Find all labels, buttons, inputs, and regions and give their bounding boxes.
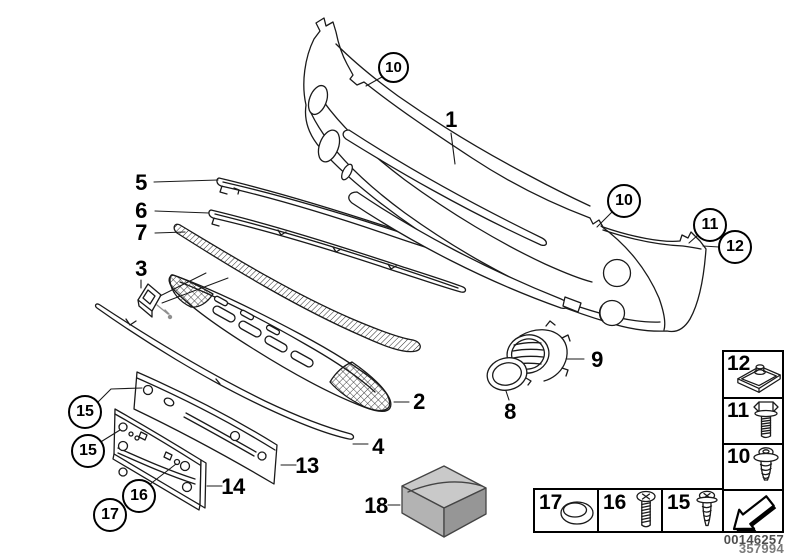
fog-lamp-part9: [506, 320, 571, 382]
legend-cell-12[interactable]: 12: [724, 352, 782, 397]
legend-divider: [724, 443, 782, 445]
callout-label-1[interactable]: 1: [445, 107, 457, 132]
image-number-primary: 00146257: [723, 532, 784, 547]
callout-circle-10-top[interactable]: 10: [378, 52, 409, 83]
callout-circle-10-right[interactable]: 10: [607, 184, 641, 218]
callout-circle-12[interactable]: 12: [718, 230, 752, 264]
legend-cell-10[interactable]: 10: [724, 444, 782, 489]
callout-label-4[interactable]: 4: [372, 434, 384, 459]
clip-part3: [137, 272, 229, 320]
phillips-pan-head-screw-icon: [636, 490, 656, 528]
callout-circle-16[interactable]: 16: [122, 479, 156, 513]
callout-label-13[interactable]: 13: [295, 453, 319, 478]
callout-label-6[interactable]: 6: [135, 198, 147, 223]
callout-circle-15-lower[interactable]: 15: [71, 434, 105, 468]
hex-flange-bolt-icon: [753, 401, 779, 439]
plate-bracket-part14: [112, 408, 207, 511]
callout-label-8[interactable]: 8: [504, 399, 516, 424]
legend-cell-arrow[interactable]: [724, 491, 782, 532]
legend-cell-11[interactable]: 11: [724, 398, 782, 443]
image-number-secondary: 357994: [738, 541, 784, 556]
callout-label-14[interactable]: 14: [221, 474, 245, 499]
callout-circle-17[interactable]: 17: [93, 498, 127, 532]
trim-strip-middle-part6: [208, 209, 467, 293]
legend-divider: [597, 490, 599, 531]
speed-nut-icon: [737, 364, 781, 393]
legend-cell-16[interactable]: 16: [599, 490, 661, 531]
plate-base-part13: [133, 371, 278, 485]
legend-cell-15[interactable]: 15: [663, 490, 722, 531]
leader-lines: [96, 76, 720, 506]
blind-plug-icon: [560, 501, 594, 525]
callout-label-18[interactable]: 18: [364, 493, 388, 518]
fastener-legend-column: 12 11: [722, 350, 784, 533]
legend-divider: [661, 490, 663, 531]
callout-circle-15-upper[interactable]: 15: [68, 395, 102, 429]
legend-divider: [724, 489, 782, 491]
callout-label-5[interactable]: 5: [135, 170, 147, 195]
callout-label-9[interactable]: 9: [591, 347, 603, 372]
continuation-arrow-icon: [732, 495, 777, 532]
lower-moulding-part4: [94, 303, 355, 440]
callout-label-3[interactable]: 3: [135, 256, 147, 281]
washer-head-screw-icon: [753, 447, 779, 481]
fog-lamp-ring-part8: [486, 357, 532, 391]
lower-grille-part2: [168, 274, 392, 412]
parcel-box-part18: [401, 465, 487, 538]
bumper-cover-part1: [303, 17, 707, 333]
callout-label-2[interactable]: 2: [413, 389, 425, 414]
legend-divider: [724, 397, 782, 399]
callout-label-7[interactable]: 7: [135, 220, 147, 245]
phillips-washer-head-screw-icon: [696, 490, 718, 527]
fastener-legend-row: 17 16 15: [533, 488, 724, 533]
legend-cell-17[interactable]: 17: [535, 490, 597, 531]
trim-strip-hatched-part7: [173, 223, 421, 353]
